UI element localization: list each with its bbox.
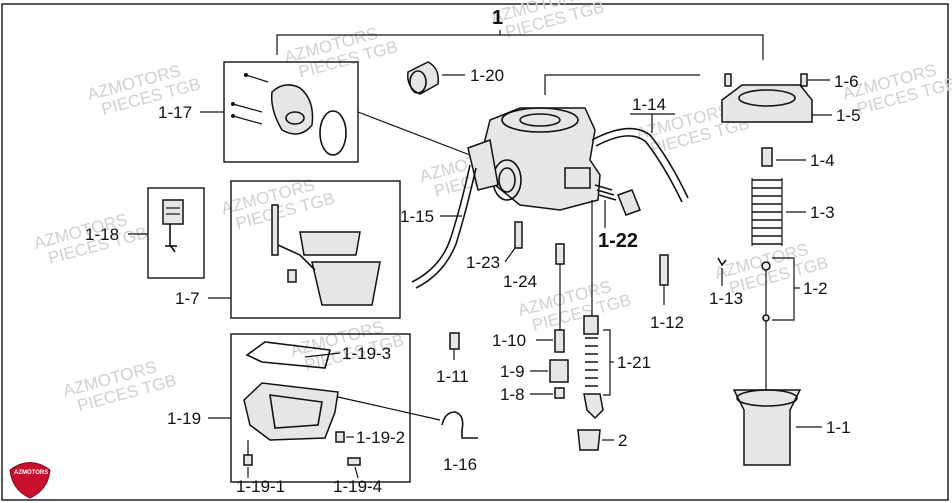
label-1-14: 1-14 bbox=[632, 95, 666, 114]
part-1-11 bbox=[449, 332, 460, 350]
label-1-4: 1-4 bbox=[810, 151, 835, 170]
label-1-13: 1-13 bbox=[709, 289, 743, 308]
label-1-6: 1-6 bbox=[834, 72, 859, 91]
label-1-2: 1-2 bbox=[803, 279, 828, 298]
label-1-16: 1-16 bbox=[443, 455, 477, 474]
part-1-21 bbox=[583, 200, 604, 420]
label-1-19: 1-19 bbox=[167, 409, 201, 428]
label-1-19-1: 1-19-1 bbox=[236, 477, 285, 496]
label-1-9: 1-9 bbox=[500, 362, 525, 381]
label-1-1: 1-1 bbox=[826, 418, 851, 437]
part-1-8 bbox=[554, 387, 565, 399]
label-1-10: 1-10 bbox=[492, 331, 526, 350]
part-2 bbox=[577, 429, 601, 451]
logo-text: AZMOTORS bbox=[14, 470, 48, 476]
label-1: 1 bbox=[492, 7, 503, 29]
carburetor-body bbox=[467, 107, 601, 211]
label-1-22: 1-22 bbox=[598, 230, 638, 252]
label-1-18: 1-18 bbox=[85, 225, 119, 244]
part-1-10 bbox=[554, 329, 565, 353]
part-1-24 bbox=[555, 243, 565, 265]
part-1-16-clip bbox=[441, 411, 478, 439]
part-1-18-enricher bbox=[162, 199, 184, 253]
label-1-21: 1-21 bbox=[617, 353, 651, 372]
label-1-3: 1-3 bbox=[810, 203, 835, 222]
part-1-6-screw bbox=[800, 73, 808, 87]
label-1-8: 1-8 bbox=[500, 385, 525, 404]
part-1-22 bbox=[594, 184, 641, 216]
label-1-11: 1-11 bbox=[436, 367, 469, 386]
label-1-19-3: 1-19-3 bbox=[342, 344, 391, 363]
part-1-1-slide bbox=[732, 389, 802, 466]
part-1-20-plug bbox=[407, 61, 440, 95]
part-1-23 bbox=[514, 221, 523, 249]
label-1-19-2: 1-19-2 bbox=[356, 428, 405, 447]
part-1-13-clip bbox=[717, 257, 727, 267]
label-1-5: 1-5 bbox=[836, 106, 861, 125]
label-1-20: 1-20 bbox=[470, 66, 504, 85]
label-1-15: 1-15 bbox=[400, 207, 434, 226]
label-1-17: 1-17 bbox=[158, 103, 192, 122]
diagram-frame bbox=[1, 3, 949, 501]
part-1-3-spring bbox=[751, 178, 783, 246]
part-1-6-screw bbox=[724, 73, 732, 87]
part-1-12 bbox=[659, 254, 669, 286]
label-1-23: 1-23 bbox=[466, 253, 500, 272]
group-box-1-18 bbox=[147, 187, 205, 279]
label-1-12: 1-12 bbox=[650, 313, 684, 332]
part-1-9 bbox=[549, 359, 569, 383]
part-1-4 bbox=[761, 147, 773, 167]
assembly-bracket: 1 bbox=[276, 7, 764, 60]
label-1-19-4: 1-19-4 bbox=[333, 477, 382, 496]
label-1-7: 1-7 bbox=[175, 289, 200, 308]
group-box-1-19 bbox=[230, 333, 411, 483]
part-1-19-bowl bbox=[243, 341, 361, 466]
label-2: 2 bbox=[618, 431, 627, 450]
part-1-5-cap bbox=[721, 84, 813, 123]
part-1-2-needle bbox=[761, 261, 771, 395]
group-box-1-7 bbox=[230, 180, 401, 319]
label-1-24: 1-24 bbox=[503, 272, 537, 291]
azmotors-logo: AZMOTORS bbox=[9, 462, 51, 499]
part-1-7-float bbox=[271, 204, 381, 306]
part-1-17-cover bbox=[231, 73, 347, 156]
